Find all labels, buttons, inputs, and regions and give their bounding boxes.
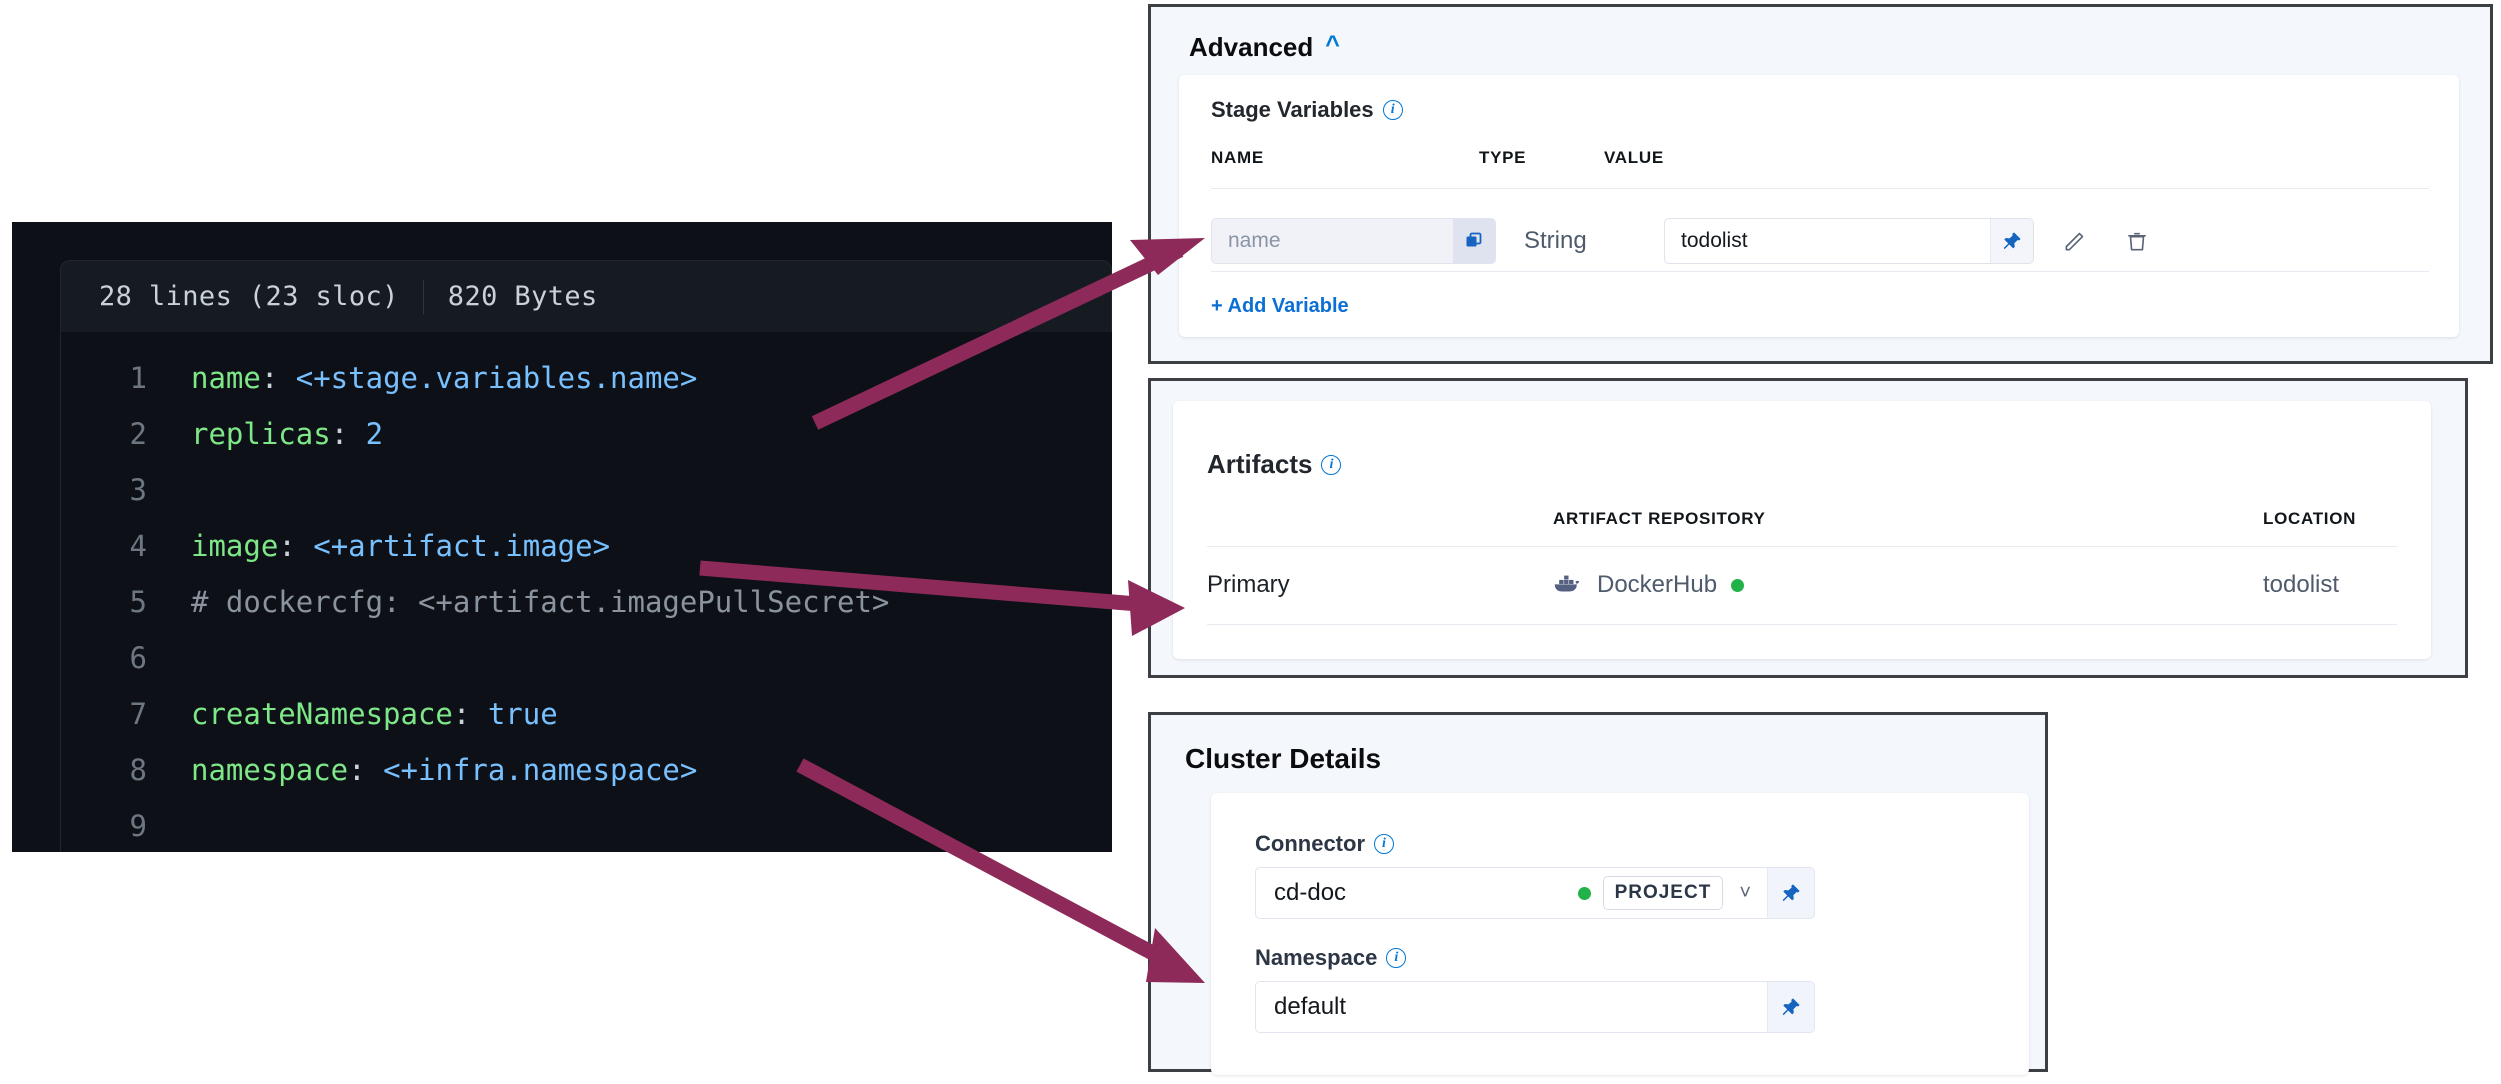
- delete-variable-icon[interactable]: [2124, 228, 2150, 254]
- artifact-status-dot: [1731, 578, 1745, 592]
- stage-variable-type: String: [1524, 227, 1587, 254]
- stage-variable-value-input[interactable]: todolist: [1664, 218, 2034, 264]
- stage-variable-name-input[interactable]: name: [1211, 218, 1496, 264]
- code-line-number: 4: [129, 529, 147, 563]
- artifact-repository-cell: DockerHub: [1553, 571, 2263, 600]
- pin-icon[interactable]: [1990, 219, 2033, 263]
- info-icon[interactable]: i: [1382, 100, 1403, 120]
- column-header-artifact-repository: ARTIFACT REPOSITORY: [1553, 509, 1766, 528]
- row-divider-bottom: [1211, 271, 2429, 272]
- code-line-7[interactable]: 7 createNamespace: true: [61, 686, 1112, 742]
- artifacts-primary-row: Primary DockerHub: [1207, 546, 2397, 624]
- edit-variable-icon[interactable]: [2062, 228, 2088, 254]
- artifact-location: todolist: [2263, 571, 2340, 598]
- artifact-divider-bottom: [1207, 624, 2397, 625]
- code-line-number: 9: [129, 809, 147, 843]
- code-line-5[interactable]: 5 # dockercfg: <+artifact.imagePullSecret…: [61, 574, 1112, 630]
- advanced-title: Advanced: [1189, 32, 1314, 62]
- artifact-divider-top: [1207, 546, 2397, 547]
- code-line-6[interactable]: 6: [61, 630, 1112, 686]
- connector-field-group: Connector i cd-doc PROJECT ˅: [1255, 831, 1815, 919]
- advanced-header[interactable]: Advanced ^: [1189, 32, 1340, 63]
- row-divider-top: [1211, 188, 2429, 189]
- code-line-content: replicas: 2: [191, 417, 384, 451]
- artifacts-section-callout: Artifacts i ARTIFACT REPOSITORY LOCATION…: [1148, 378, 2468, 678]
- column-header-location: LOCATION: [2263, 509, 2357, 528]
- code-line-content: name: <+stage.variables.name>: [191, 361, 698, 395]
- info-icon[interactable]: i: [1386, 948, 1407, 968]
- stage-variable-row: name String todolist: [1211, 211, 2429, 271]
- code-line-content: namespace: <+infra.namespace>: [191, 753, 698, 787]
- chevron-down-icon[interactable]: ˅: [1739, 881, 1751, 904]
- artifact-kind: Primary: [1207, 571, 1290, 598]
- stage-variable-value-text: todolist: [1681, 229, 1748, 252]
- connector-status-dot: [1577, 886, 1591, 900]
- code-line-content: # dockercfg: <+artifact.imagePullSecret>: [191, 585, 890, 619]
- info-icon[interactable]: i: [1321, 454, 1342, 475]
- code-line-8[interactable]: 8 namespace: <+infra.namespace>: [61, 742, 1112, 798]
- code-line-number: 5: [129, 585, 147, 619]
- namespace-field-group: Namespace i default: [1255, 945, 1815, 1033]
- code-line-4[interactable]: 4 image: <+artifact.image>: [61, 518, 1112, 574]
- column-header-value: VALUE: [1604, 148, 1664, 167]
- code-viewer-panel: 28 lines (23 sloc) 820 Bytes 1 name: <+st…: [12, 222, 1112, 852]
- code-line-number: 1: [129, 361, 147, 395]
- code-line-number: 2: [129, 417, 147, 451]
- namespace-label: Namespace i: [1255, 945, 1815, 971]
- docker-whale-icon: [1553, 571, 1583, 600]
- chevron-up-icon[interactable]: ^: [1325, 31, 1340, 59]
- pin-icon[interactable]: [1767, 868, 1814, 918]
- connector-field[interactable]: cd-doc PROJECT ˅: [1255, 867, 1815, 919]
- code-line-3[interactable]: 3: [61, 462, 1112, 518]
- cluster-details-callout: Cluster Details Connector i cd-doc PROJE…: [1148, 712, 2048, 1075]
- code-line-number: 3: [129, 473, 147, 507]
- code-line-count: 28 lines (23 sloc): [99, 281, 399, 312]
- column-header-type: TYPE: [1479, 148, 1527, 167]
- code-line-number: 7: [129, 697, 147, 731]
- advanced-section-callout: Advanced ^ Stage Variables i NAME TYPE V…: [1148, 4, 2493, 364]
- connector-scope-badge[interactable]: PROJECT: [1602, 876, 1724, 910]
- stage-variables-label: Stage Variables i: [1211, 97, 1403, 123]
- code-line-2[interactable]: 2 replicas: 2: [61, 406, 1112, 462]
- code-line-1[interactable]: 1 name: <+stage.variables.name>: [61, 350, 1112, 406]
- code-line-content: createNamespace: true: [191, 697, 558, 731]
- copy-variable-icon[interactable]: [1453, 219, 1495, 263]
- code-file-header: 28 lines (23 sloc) 820 Bytes: [60, 260, 1112, 332]
- info-icon[interactable]: i: [1374, 834, 1394, 854]
- add-variable-button[interactable]: + Add Variable: [1211, 295, 1349, 317]
- code-line-content: image: <+artifact.image>: [191, 529, 611, 563]
- namespace-value: default: [1274, 993, 1347, 1020]
- code-line-9[interactable]: 9: [61, 798, 1112, 852]
- artifacts-label: Artifacts i: [1207, 449, 1342, 480]
- code-lines-container[interactable]: 1 name: <+stage.variables.name> 2 replicas:…: [60, 332, 1112, 852]
- header-divider: [422, 279, 424, 314]
- cluster-namespace-field[interactable]: default: [1255, 981, 1815, 1033]
- artifacts-card: Artifacts i ARTIFACT REPOSITORY LOCATION…: [1173, 401, 2431, 659]
- code-line-number: 8: [129, 753, 147, 787]
- connector-label: Connector i: [1255, 831, 1815, 857]
- advanced-card: Stage Variables i NAME TYPE VALUE name: [1179, 75, 2459, 337]
- pin-icon[interactable]: [1767, 982, 1814, 1032]
- code-file-size: 820 Bytes: [447, 281, 598, 312]
- artifact-repository-name: DockerHub: [1597, 571, 1718, 598]
- cluster-details-card: Connector i cd-doc PROJECT ˅: [1211, 793, 2029, 1075]
- cluster-details-title: Cluster Details: [1185, 743, 1382, 774]
- code-line-number: 6: [129, 641, 147, 675]
- column-header-name: NAME: [1211, 148, 1264, 167]
- stage-variable-name-text: name: [1212, 219, 1453, 263]
- connector-value: cd-doc: [1274, 879, 1347, 906]
